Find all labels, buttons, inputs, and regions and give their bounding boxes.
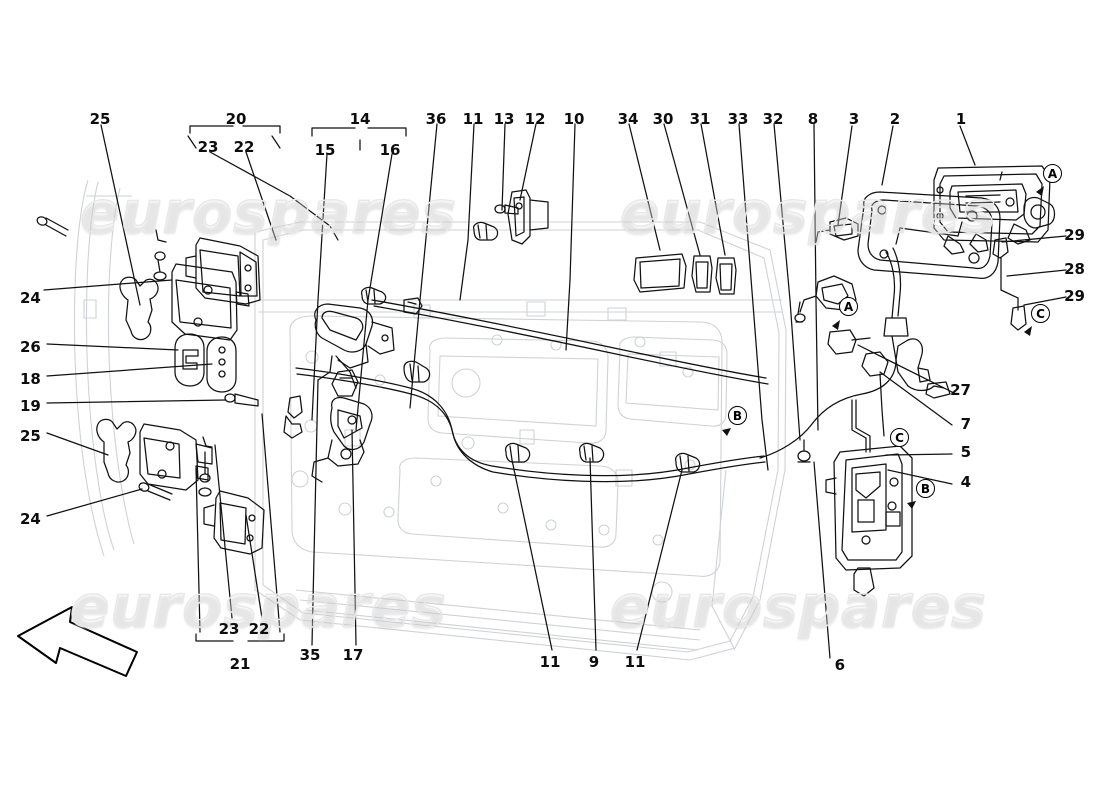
callout-4: 4 xyxy=(960,473,971,491)
part-23-bolt-upper xyxy=(153,229,167,281)
callout-11-bottom-a: 11 xyxy=(539,653,561,671)
callout-15: 15 xyxy=(314,141,336,159)
callout-8: 8 xyxy=(807,110,819,128)
callout-27: 27 xyxy=(950,381,971,399)
part-6-screw xyxy=(797,439,811,463)
callout-5: 5 xyxy=(960,443,971,461)
part-26-cylinder xyxy=(174,333,205,387)
callout-32: 32 xyxy=(762,110,784,128)
part-29-clip-upper xyxy=(992,237,1009,259)
callout-6: 6 xyxy=(834,656,845,674)
part-9-rod-lower xyxy=(295,367,766,483)
part-11-grommet-c xyxy=(578,442,605,463)
marker-a-harness: A xyxy=(839,297,858,316)
part-2-bezel xyxy=(857,191,1001,280)
part-30-bracket xyxy=(691,255,713,293)
part-11-grommet-b xyxy=(504,442,531,463)
part-28-rod xyxy=(1000,257,1019,311)
part-34-cover xyxy=(633,253,687,293)
part-31-bracket xyxy=(715,257,737,295)
callout-24-upper: 24 xyxy=(20,289,41,307)
callout-23-bottom: 23 xyxy=(218,620,240,638)
part-23-bolt-lower xyxy=(198,436,213,497)
callout-29-upper: 29 xyxy=(1064,226,1085,244)
callout-25: 25 xyxy=(89,110,111,128)
callout-1: 1 xyxy=(955,110,967,128)
part-25-lower xyxy=(96,418,213,491)
callout-29-lower: 29 xyxy=(1064,287,1085,305)
callout-23-top: 23 xyxy=(197,138,219,156)
part-12-bracket xyxy=(507,189,549,245)
part-10-rod-upper xyxy=(371,299,769,385)
part-36-nut xyxy=(403,297,423,315)
callout-30: 30 xyxy=(652,110,674,128)
marker-arrowheads xyxy=(722,186,1044,509)
callout-20: 20 xyxy=(225,110,247,128)
part-25-upper xyxy=(119,263,250,341)
callout-31: 31 xyxy=(689,110,711,128)
callout-17: 17 xyxy=(342,646,364,664)
callout-28: 28 xyxy=(1064,260,1085,278)
bracket-20 xyxy=(189,125,281,134)
marker-a-handle: A xyxy=(1043,164,1062,183)
part-11-grommet-mid xyxy=(472,221,499,241)
part-11-grommet-d xyxy=(674,452,701,473)
part-33-harness xyxy=(759,329,931,459)
part-27-wire xyxy=(883,247,951,399)
callout-24-lower: 24 xyxy=(20,510,41,528)
part-22-hinge-lower xyxy=(203,490,265,555)
callout-3: 3 xyxy=(848,110,860,128)
callout-2: 2 xyxy=(889,110,901,128)
callout-35: 35 xyxy=(299,646,321,664)
bracket-21 xyxy=(195,633,285,642)
callout-25-lower: 25 xyxy=(20,427,41,445)
part-13-screw xyxy=(494,204,519,215)
part-29-clip-lower xyxy=(1010,305,1027,331)
part-24-screw-lower xyxy=(138,482,173,501)
part-16-clip xyxy=(283,395,303,439)
callout-18: 18 xyxy=(20,370,41,388)
part-9-connector xyxy=(403,360,431,383)
part-22-hinge-upper xyxy=(185,237,261,305)
part-19-screw xyxy=(224,393,259,407)
callout-10: 10 xyxy=(563,110,585,128)
bracket-14 xyxy=(311,127,407,137)
marker-b-rod: B xyxy=(728,406,747,425)
callout-22-bottom: 22 xyxy=(248,620,270,638)
callout-12: 12 xyxy=(524,110,546,128)
marker-c-clip: C xyxy=(1031,304,1050,323)
callout-21: 21 xyxy=(229,655,251,673)
callout-22-top: 22 xyxy=(233,138,255,156)
callout-11-top: 11 xyxy=(462,110,484,128)
part-4-latch-mechanism xyxy=(825,399,913,597)
marker-b-latch: B xyxy=(916,479,935,498)
callout-36: 36 xyxy=(425,110,447,128)
callout-9: 9 xyxy=(588,653,600,671)
marker-c-latch: C xyxy=(890,428,909,447)
callout-34: 34 xyxy=(617,110,639,128)
callout-11-bottom-b: 11 xyxy=(624,653,646,671)
part-24-screw-upper xyxy=(36,216,69,237)
part-18-cylinder xyxy=(206,336,237,393)
callout-13: 13 xyxy=(493,110,515,128)
callout-19: 19 xyxy=(20,397,41,415)
part-17-bracket xyxy=(311,396,373,483)
part-3-latch xyxy=(815,217,859,243)
part-32-screw xyxy=(794,301,806,323)
direction-arrow xyxy=(17,606,138,677)
callout-16: 16 xyxy=(379,141,401,159)
callout-7: 7 xyxy=(960,415,971,433)
callout-33: 33 xyxy=(727,110,749,128)
callout-26: 26 xyxy=(20,338,41,356)
callout-14: 14 xyxy=(349,110,371,128)
